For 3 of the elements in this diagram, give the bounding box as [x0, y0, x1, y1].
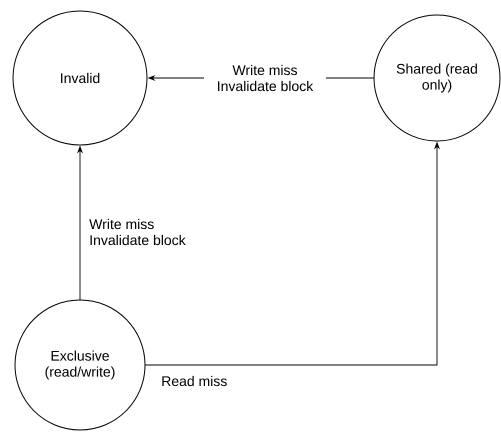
edge-label: Write miss Invalidate block: [204, 64, 326, 92]
edge-label: Read miss: [162, 376, 227, 386]
edge-label: Write miss Invalidate block: [89, 218, 186, 246]
